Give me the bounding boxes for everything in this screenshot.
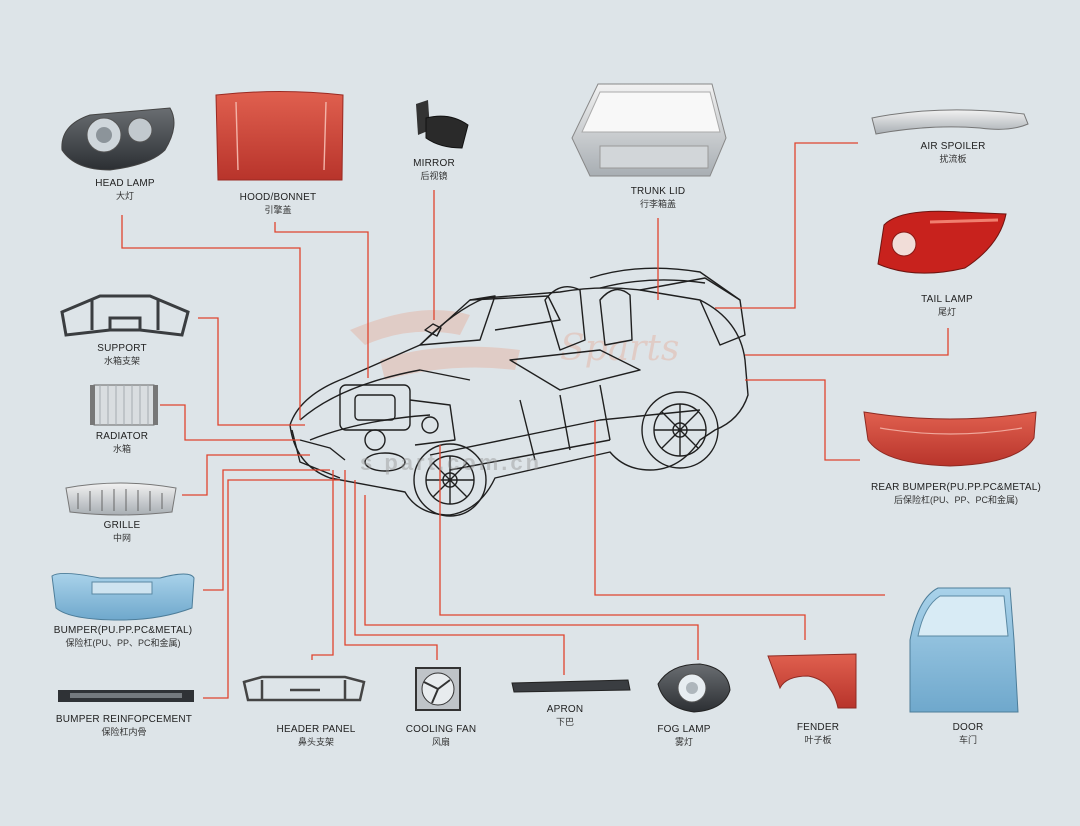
label-cn: 车门 <box>958 734 977 745</box>
header-panel-image <box>242 675 366 702</box>
label-cn: 鼻头支架 <box>297 736 334 747</box>
label-radiator: RADIATOR 水箱 <box>82 431 162 455</box>
label-cn: 保险杠内骨 <box>101 726 147 737</box>
label-en: FOG LAMP <box>657 724 711 735</box>
grille-image <box>65 482 177 516</box>
label-en: RADIATOR <box>95 431 149 442</box>
label-trunk-lid: TRUNK LID 行李箱盖 <box>615 186 701 210</box>
label-en: HEADER PANEL <box>276 724 356 735</box>
tail-lamp-image <box>877 210 1007 274</box>
label-bumper: BUMPER(PU.PP.PC&METAL) 保险杠(PU、PP、PC和金属) <box>48 625 198 649</box>
label-air-spoiler: AIR SPOILER 扰流板 <box>908 141 998 165</box>
leader-lines <box>121 142 949 699</box>
label-en: REAR BUMPER(PU.PP.PC&METAL) <box>870 482 1042 493</box>
label-cn: 大灯 <box>115 190 134 201</box>
hood-image <box>215 91 344 181</box>
door-image <box>909 587 1019 713</box>
label-head-lamp: HEAD LAMP 大灯 <box>72 178 178 202</box>
head-lamp-image <box>61 107 175 171</box>
label-rear-bumper: REAR BUMPER(PU.PP.PC&METAL) 后保险杠(PU、PP、P… <box>866 482 1046 506</box>
label-en: TRUNK LID <box>630 186 686 197</box>
label-bumper-reinforcement: BUMPER REINFOPCEMENT 保险杠内骨 <box>52 714 196 738</box>
svg-text:Sparts: Sparts <box>560 328 679 369</box>
radiator-image <box>90 384 158 426</box>
label-cn: 尾灯 <box>937 306 956 317</box>
label-mirror: MIRROR 后视镜 <box>404 158 464 182</box>
label-cn: 水箱 <box>112 443 131 454</box>
label-tail-lamp: TAIL LAMP 尾灯 <box>905 294 989 318</box>
rear-bumper-image <box>863 411 1037 467</box>
label-en: BUMPER REINFOPCEMENT <box>55 714 193 725</box>
label-en: HOOD/BONNET <box>239 192 317 203</box>
label-door: DOOR 车门 <box>938 722 998 746</box>
label-cn: 下巴 <box>555 716 574 727</box>
label-cn: 保险杠(PU、PP、PC和金属) <box>65 637 181 648</box>
car-cutaway <box>289 267 749 517</box>
label-en: APRON <box>546 704 584 715</box>
label-cn: 水箱支架 <box>103 355 140 366</box>
air-spoiler-image <box>871 109 1029 135</box>
label-en: DOOR <box>952 722 984 733</box>
label-support: SUPPORT 水箱支架 <box>82 343 162 367</box>
label-en: HEAD LAMP <box>95 178 155 189</box>
label-en: GRILLE <box>103 520 141 531</box>
label-en: AIR SPOILER <box>920 141 986 152</box>
apron-image <box>511 679 631 693</box>
label-cooling-fan: COOLING FAN 风扇 <box>396 724 486 748</box>
label-en: TAIL LAMP <box>921 294 973 305</box>
label-cn: 后保险杠(PU、PP、PC和金属) <box>893 494 1018 505</box>
mirror-image <box>416 100 469 149</box>
label-cn: 扰流板 <box>939 153 967 164</box>
label-cn: 行李箱盖 <box>639 198 676 209</box>
fog-lamp-image <box>657 663 731 713</box>
label-en: COOLING FAN <box>405 724 477 735</box>
label-header-panel: HEADER PANEL 鼻头支架 <box>266 724 366 748</box>
label-cn: 叶子板 <box>804 734 832 745</box>
label-grille: GRILLE 中网 <box>82 520 162 544</box>
label-cn: 后视镜 <box>420 170 448 181</box>
support-image <box>60 294 190 337</box>
trunk-lid-image <box>571 83 727 177</box>
label-hood: HOOD/BONNET 引擎盖 <box>226 192 330 216</box>
label-cn: 引擎盖 <box>264 204 292 215</box>
label-fog-lamp: FOG LAMP 雾灯 <box>652 724 716 748</box>
label-cn: 风扇 <box>431 736 450 747</box>
label-apron: APRON 下巴 <box>535 704 595 728</box>
fender-image <box>767 653 857 709</box>
label-en: BUMPER(PU.PP.PC&METAL) <box>53 625 193 636</box>
bumper-reinforcement-image <box>58 690 194 702</box>
label-cn: 中网 <box>112 532 131 543</box>
cooling-fan-image <box>415 667 461 711</box>
label-cn: 雾灯 <box>674 736 693 747</box>
label-en: MIRROR <box>413 158 455 169</box>
watermark-logo: Sparts <box>350 310 679 380</box>
label-fender: FENDER 叶子板 <box>788 722 848 746</box>
watermark-text: s part.com.cn <box>360 450 543 475</box>
label-en: SUPPORT <box>97 343 147 354</box>
bumper-image <box>51 572 195 621</box>
label-en: FENDER <box>796 722 840 733</box>
